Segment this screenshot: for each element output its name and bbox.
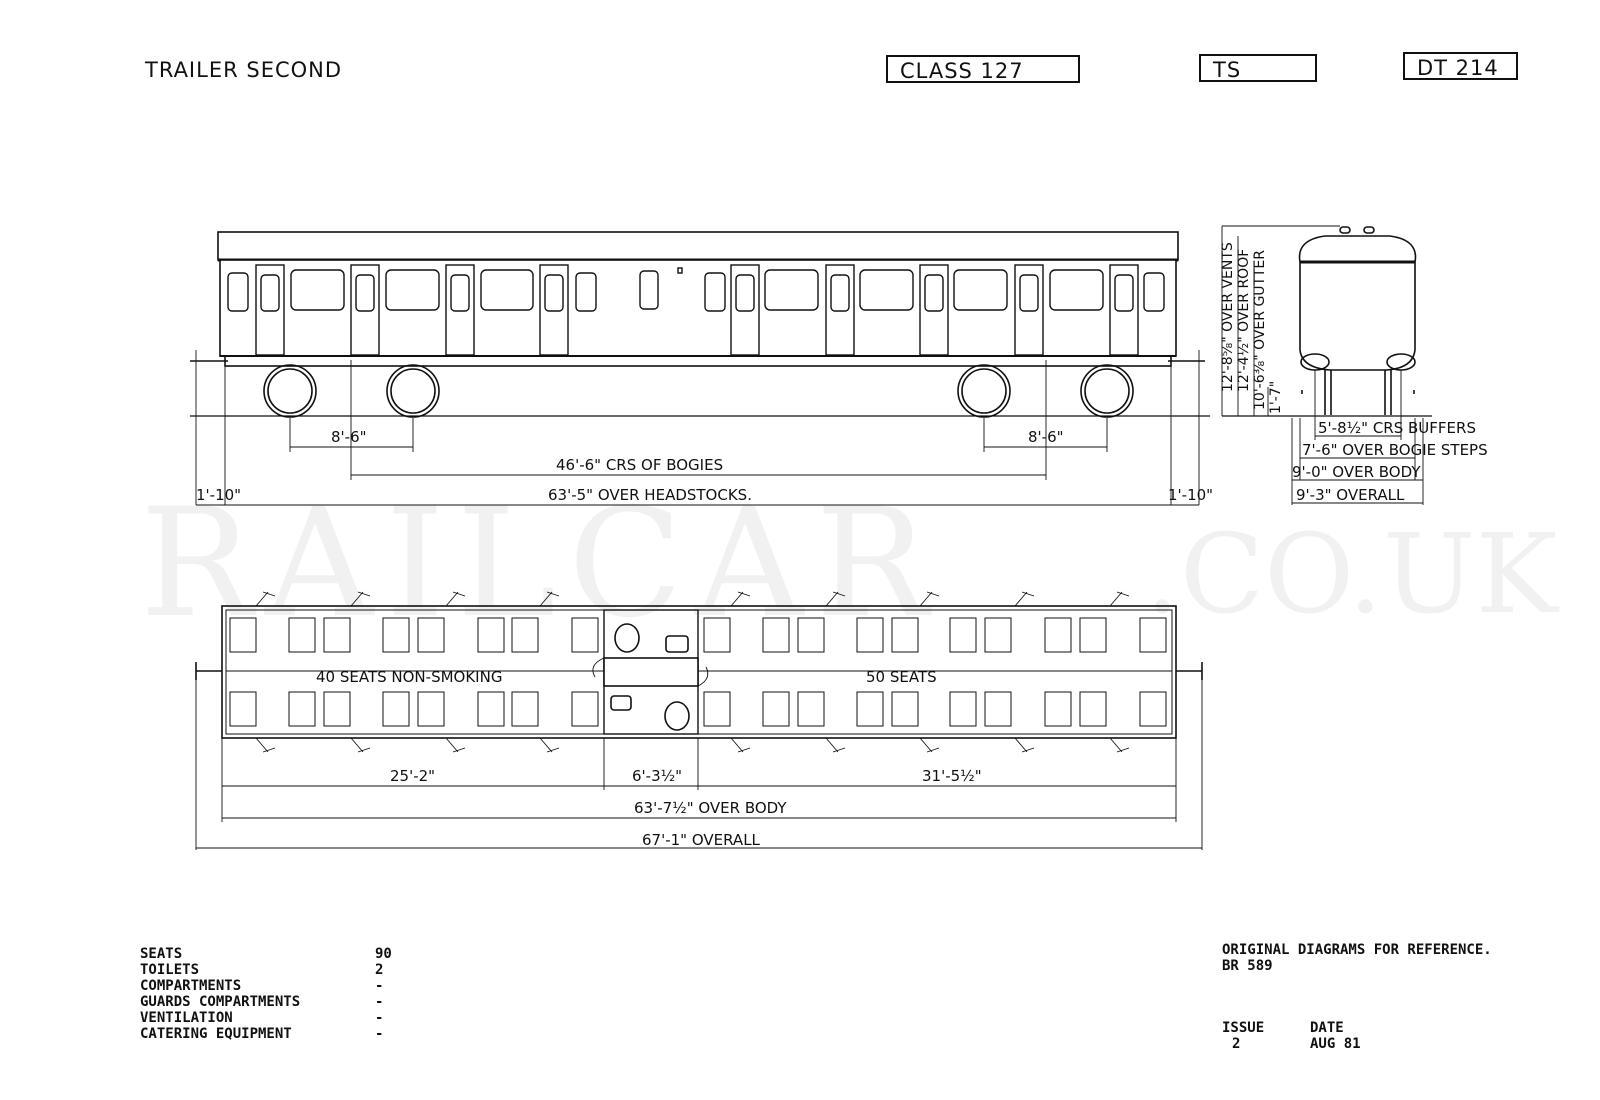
dim-toilet-block: 6'-3½" (632, 767, 682, 785)
spec-row: GUARDS COMPARTMENTS- (140, 994, 384, 1010)
saloon-left-label: 40 SEATS NON-SMOKING (316, 668, 502, 686)
dim-bogie-wheelbase-right: 8'-6" (1028, 428, 1064, 446)
dim-over-bogie-steps: 7'-6" OVER BOGIE STEPS (1302, 441, 1488, 459)
dim-over-roof: 12'-4½" OVER ROOF (1236, 249, 1252, 392)
watermark-main: RAILCAR (140, 477, 940, 651)
dim-over-body: 63'-7½" OVER BODY (634, 799, 787, 817)
dim-over-body-width: 9'-0" OVER BODY (1292, 463, 1421, 481)
dim-over-vents: 12'-8⅝" OVER VENTS (1220, 242, 1236, 392)
watermark-suffix: .CO.UK (1145, 510, 1560, 638)
dim-bogie-wheelbase-left: 8'-6" (331, 428, 367, 446)
side-elevation (190, 231, 1210, 506)
dim-overall-length: 67'-1" OVERALL (642, 831, 761, 849)
dim-step-height: 1'-7" (1268, 381, 1284, 414)
date-value: AUG 81 (1310, 1036, 1361, 1052)
type-code-box: TS (1199, 54, 1317, 82)
dim-over-headstocks: 63'-5" OVER HEADSTOCKS. (548, 486, 752, 504)
issue-block: ISSUE DATE 2 AUG 81 (1222, 1020, 1361, 1052)
dim-overhang-left: 1'-10" (196, 486, 241, 504)
seat-pattern (229, 617, 1167, 727)
plan-view (195, 591, 1203, 850)
spec-row: COMPARTMENTS- (140, 978, 384, 994)
diagram-code-box: DT 214 (1403, 52, 1518, 80)
spec-row: CATERING EQUIPMENT- (140, 1026, 384, 1042)
issue-label: ISSUE (1222, 1020, 1265, 1036)
dim-over-gutter: 10'-6⅜" OVER GUTTER (1252, 250, 1268, 410)
class-box: CLASS 127 (886, 55, 1080, 83)
date-label: DATE (1310, 1020, 1344, 1036)
diagram-title: TRAILER SECOND (145, 58, 343, 82)
reference-line-1: ORIGINAL DIAGRAMS FOR REFERENCE. (1222, 942, 1492, 958)
spec-row: VENTILATION- (140, 1010, 384, 1026)
dim-overhang-right: 1'-10" (1168, 486, 1213, 504)
reference-line-2: BR 589 (1222, 958, 1273, 974)
end-elevation (1221, 225, 1432, 505)
reference-block: ORIGINAL DIAGRAMS FOR REFERENCE. BR 589 (1222, 942, 1492, 974)
dim-crs-buffers: 5'-8½" CRS BUFFERS (1318, 419, 1476, 437)
dim-overall-width: 9'-3" OVERALL (1296, 486, 1405, 504)
issue-value: 2 (1232, 1036, 1241, 1052)
dim-right-saloon: 31'-5½" (922, 767, 982, 785)
dim-bogie-centres: 46'-6" CRS OF BOGIES (556, 456, 723, 474)
dim-left-saloon: 25'-2" (390, 767, 435, 785)
saloon-right-label: 50 SEATS (866, 668, 937, 686)
